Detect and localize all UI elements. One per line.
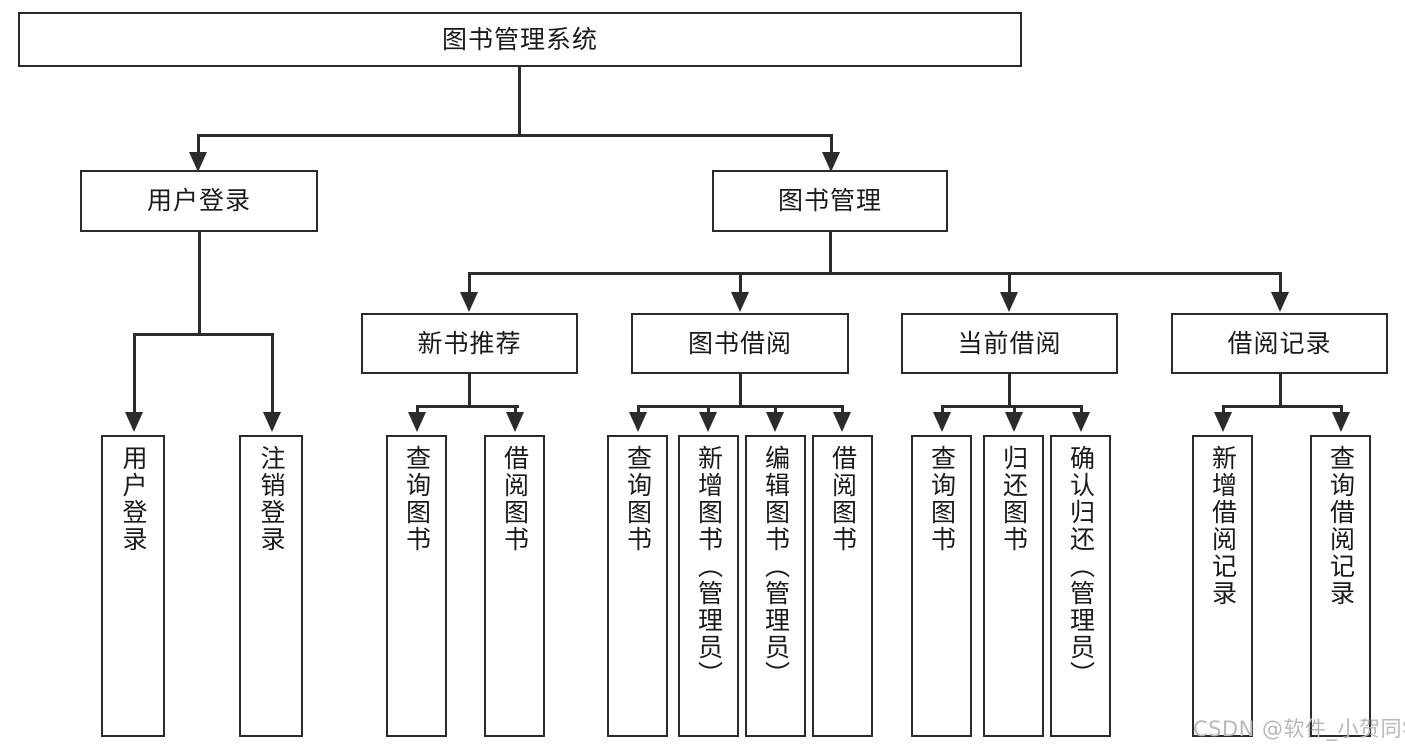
edge-records-branch-1 bbox=[1222, 405, 1225, 417]
edge-borrow-trunk bbox=[739, 374, 742, 407]
node-label: 查询图书 bbox=[927, 445, 957, 553]
edge-current-bar bbox=[941, 405, 1081, 408]
leaf-borrow-books-recommend[interactable]: 借阅图书 bbox=[484, 435, 545, 737]
edge-current-trunk bbox=[1008, 374, 1011, 407]
leaf-query-books-current[interactable]: 查询图书 bbox=[911, 435, 972, 737]
edge-current-branch-2 bbox=[1013, 405, 1016, 417]
node-label: 查询借阅记录 bbox=[1326, 445, 1356, 607]
leaf-edit-book-admin[interactable]: 编辑图书（管理员） bbox=[745, 435, 806, 737]
leaf-logout[interactable]: 注销登录 bbox=[239, 435, 303, 737]
arrow-records-leaf-2 bbox=[1332, 412, 1350, 432]
node-book-management[interactable]: 图书管理 bbox=[712, 170, 948, 232]
node-user-login[interactable]: 用户登录 bbox=[80, 170, 318, 232]
edge-borrow-branch-2 bbox=[707, 405, 710, 417]
edge-root-to-book-mgmt bbox=[830, 134, 833, 158]
node-label: 新增借阅记录 bbox=[1208, 445, 1238, 607]
node-label: 图书借阅 bbox=[687, 328, 792, 358]
node-label: 借阅记录 bbox=[1227, 328, 1332, 358]
node-label: 图书管理 bbox=[777, 186, 882, 216]
edge-book-mgmt-branch-3 bbox=[1008, 272, 1011, 296]
node-label: 用户登录 bbox=[119, 445, 148, 553]
arrow-root-to-user-login bbox=[189, 152, 207, 172]
node-label: 用户登录 bbox=[146, 186, 251, 216]
arrow-book-mgmt-to-borrow bbox=[731, 292, 749, 312]
edge-borrow-bar bbox=[637, 405, 843, 408]
edge-book-mgmt-trunk bbox=[829, 232, 832, 274]
node-root-book-management-system[interactable]: 图书管理系统 bbox=[18, 12, 1022, 67]
node-label: 借阅图书 bbox=[500, 445, 530, 553]
node-label: 查询图书 bbox=[623, 445, 653, 553]
edge-new-book-branch-2 bbox=[514, 405, 517, 417]
arrow-book-mgmt-to-records bbox=[1271, 292, 1289, 312]
node-new-book-recommend[interactable]: 新书推荐 bbox=[361, 313, 578, 374]
arrow-new-book-leaf-1 bbox=[408, 412, 426, 432]
node-label: 图书管理系统 bbox=[441, 24, 598, 54]
node-label: 新增图书（管理员） bbox=[694, 445, 724, 688]
edge-new-book-trunk bbox=[468, 374, 471, 407]
arrow-user-login-leaf-1 bbox=[125, 412, 143, 432]
edge-borrow-branch-1 bbox=[637, 405, 640, 417]
arrow-new-book-leaf-2 bbox=[506, 412, 524, 432]
node-label: 查询图书 bbox=[402, 445, 432, 553]
arrow-book-mgmt-to-current bbox=[1000, 292, 1018, 312]
edge-records-trunk bbox=[1279, 374, 1282, 407]
edge-book-mgmt-branch-2 bbox=[739, 272, 742, 296]
leaf-add-book-admin[interactable]: 新增图书（管理员） bbox=[678, 435, 739, 737]
edge-records-branch-2 bbox=[1340, 405, 1343, 417]
leaf-user-login[interactable]: 用户登录 bbox=[101, 435, 165, 737]
arrow-user-login-leaf-2 bbox=[263, 412, 281, 432]
arrow-current-leaf-2 bbox=[1005, 412, 1023, 432]
leaf-query-books-recommend[interactable]: 查询图书 bbox=[386, 435, 447, 737]
edge-current-branch-3 bbox=[1080, 405, 1083, 417]
edge-root-trunk bbox=[518, 67, 521, 136]
edge-new-book-branch-1 bbox=[416, 405, 419, 417]
node-borrow-records[interactable]: 借阅记录 bbox=[1171, 313, 1388, 374]
arrow-borrow-leaf-4 bbox=[833, 412, 851, 432]
arrow-records-leaf-1 bbox=[1214, 412, 1232, 432]
edge-book-mgmt-bar bbox=[468, 272, 1280, 275]
edge-root-bar bbox=[197, 134, 833, 137]
leaf-confirm-return-admin[interactable]: 确认归还（管理员） bbox=[1050, 435, 1111, 737]
edge-book-mgmt-branch-1 bbox=[468, 272, 471, 296]
leaf-add-borrow-record[interactable]: 新增借阅记录 bbox=[1192, 435, 1253, 737]
arrow-current-leaf-3 bbox=[1072, 412, 1090, 432]
edge-user-login-branch-2 bbox=[271, 333, 274, 417]
node-label: 新书推荐 bbox=[417, 328, 522, 358]
node-label: 归还图书 bbox=[999, 445, 1029, 553]
node-label: 编辑图书（管理员） bbox=[761, 445, 791, 688]
arrow-current-leaf-1 bbox=[933, 412, 951, 432]
edge-borrow-branch-3 bbox=[774, 405, 777, 417]
edge-borrow-branch-4 bbox=[841, 405, 844, 417]
leaf-return-books[interactable]: 归还图书 bbox=[983, 435, 1044, 737]
arrow-root-to-book-mgmt bbox=[822, 152, 840, 172]
edge-user-login-branch-1 bbox=[133, 333, 136, 417]
node-label: 注销登录 bbox=[257, 445, 286, 553]
node-label: 借阅图书 bbox=[828, 445, 858, 553]
leaf-borrow-books[interactable]: 借阅图书 bbox=[812, 435, 873, 737]
edge-root-to-user-login bbox=[197, 134, 200, 158]
edge-user-login-trunk bbox=[198, 232, 201, 335]
edge-user-login-bar bbox=[133, 333, 271, 336]
node-book-borrow[interactable]: 图书借阅 bbox=[631, 313, 849, 374]
node-label: 确认归还（管理员） bbox=[1066, 445, 1096, 688]
arrow-book-mgmt-to-new-book bbox=[460, 292, 478, 312]
edge-current-branch-1 bbox=[941, 405, 944, 417]
node-current-borrow[interactable]: 当前借阅 bbox=[901, 313, 1118, 374]
arrow-borrow-leaf-2 bbox=[699, 412, 717, 432]
node-label: 当前借阅 bbox=[957, 328, 1062, 358]
edge-records-bar bbox=[1222, 405, 1341, 408]
edge-new-book-bar bbox=[416, 405, 519, 408]
edge-book-mgmt-branch-4 bbox=[1279, 272, 1282, 296]
leaf-query-books-borrow[interactable]: 查询图书 bbox=[607, 435, 668, 737]
leaf-query-borrow-record[interactable]: 查询借阅记录 bbox=[1310, 435, 1371, 737]
arrow-borrow-leaf-3 bbox=[766, 412, 784, 432]
arrow-borrow-leaf-1 bbox=[629, 412, 647, 432]
